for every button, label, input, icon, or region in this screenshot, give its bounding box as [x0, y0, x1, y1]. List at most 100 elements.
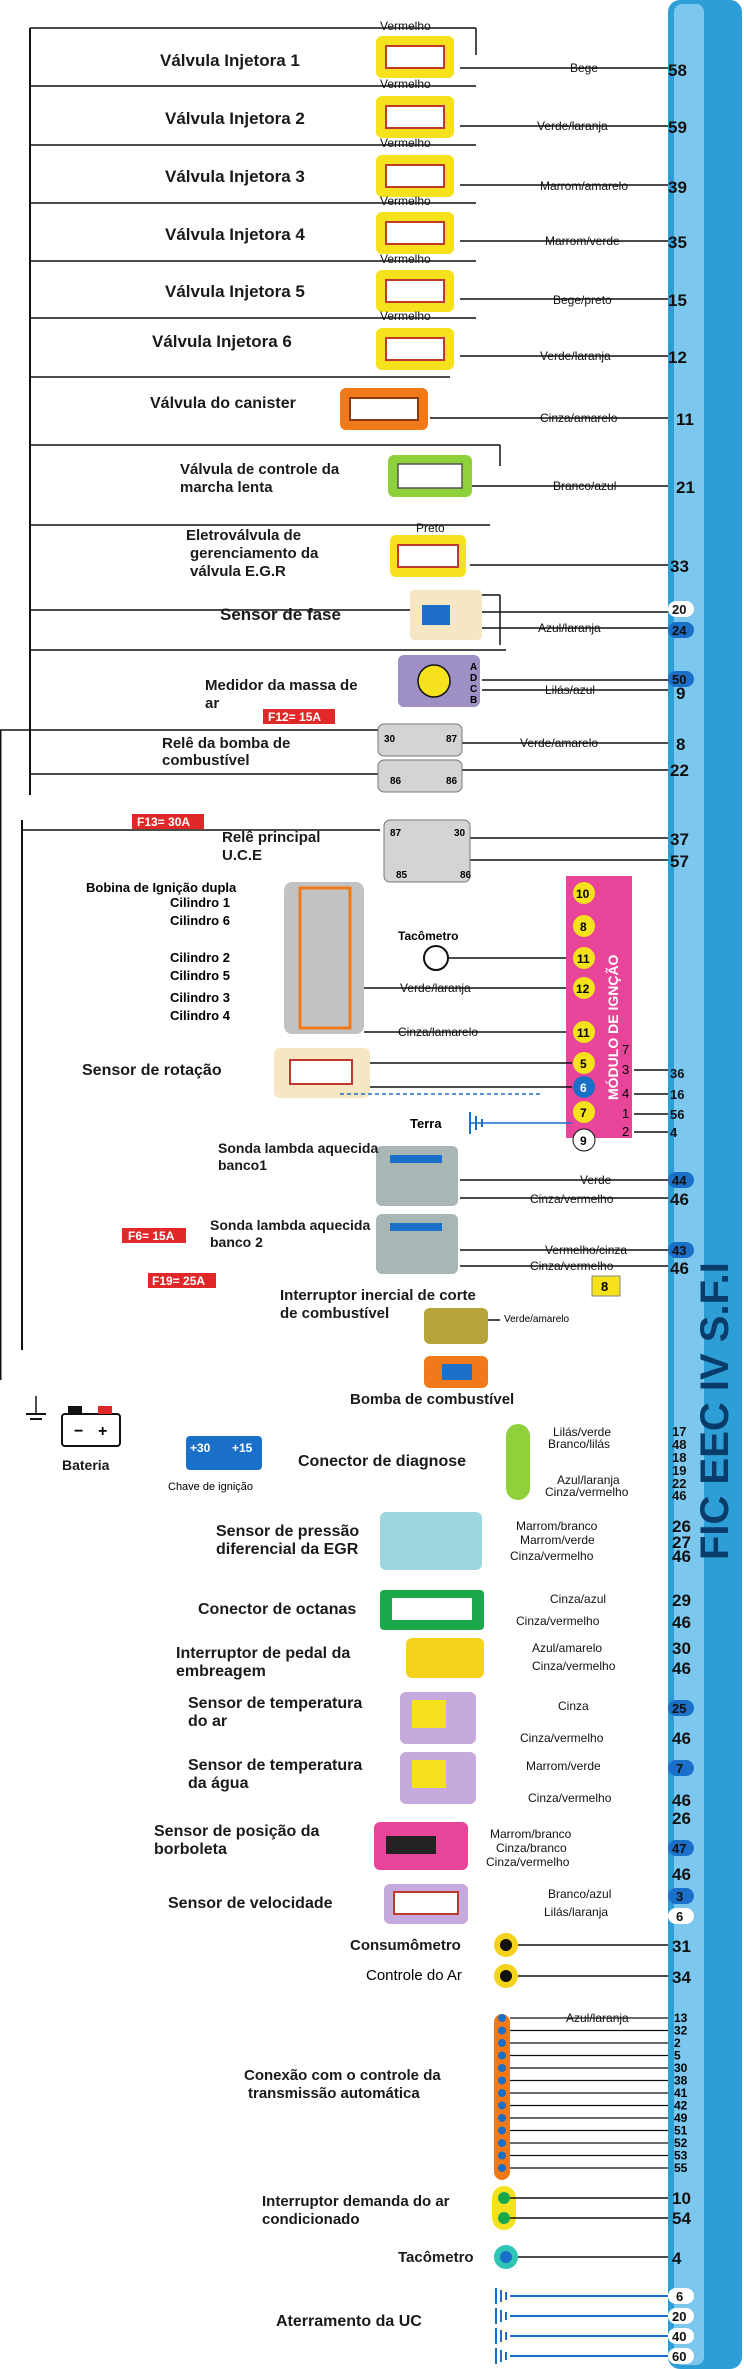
ecu-title: FIC EEC IV S.F.I: [693, 1262, 737, 1560]
inertia-label-1: Interruptor inercial de corte: [280, 1287, 476, 1304]
ac-label-2: condicionado: [262, 2211, 360, 2228]
fuel-pump: Bomba de combustível: [350, 1356, 514, 1408]
injector-1-pin: 58: [668, 61, 687, 80]
injector-5-pin: 15: [668, 291, 687, 310]
trans-pin-number: 38: [674, 2074, 688, 2088]
clutch-label-1: Interruptor de pedal da: [176, 1645, 350, 1662]
trans-pin-number: 5: [674, 2049, 681, 2063]
egr-pin: 33: [670, 557, 689, 576]
fuel-relay-label-2: combustível: [162, 752, 250, 769]
main-relay: F13= 30A 87 30 85 86 Relê principal U.C.…: [22, 814, 689, 883]
lambda1-pin-2: 46: [670, 1190, 689, 1209]
pressure-pin-2: 27: [672, 1533, 691, 1552]
ign-right-7: 7: [622, 1042, 629, 1057]
air-temp-label-1: Sensor de temperatura: [188, 1695, 362, 1712]
injector-6-label: Válvula Injetora 6: [152, 332, 292, 351]
lambda2-label-2: banco 2: [210, 1234, 263, 1250]
injector-1-wire: Bege: [570, 61, 598, 75]
fuel-relay-t2: 87: [446, 734, 458, 745]
air-control: Controle do Ar 34: [366, 1964, 691, 1988]
phase-label: Sensor de fase: [220, 605, 341, 624]
trans-pin-number: 32: [674, 2024, 688, 2038]
idle-valve-wire: Branco/azul: [553, 479, 616, 493]
trans-pin-number: 53: [674, 2149, 688, 2163]
diag-pin-22: 22: [672, 1476, 686, 1491]
lambda1-label-2: banco1: [218, 1157, 267, 1173]
pressure-label-1: Sensor de pressão: [216, 1523, 359, 1540]
injector-2-label: Válvula Injetora 2: [165, 109, 305, 128]
octane-label: Conector de octanas: [198, 1601, 356, 1618]
maf-letter-d: D: [470, 673, 477, 684]
air-temp-sensor: Sensor de temperatura do ar Cinza Cinza/…: [188, 1692, 694, 1748]
trans-pin-number: 13: [674, 2011, 688, 2025]
air-ctrl-label: Controle do Ar: [366, 1967, 462, 1984]
speed-pin-1: 3: [676, 1889, 683, 1904]
inertia-switch: Interruptor inercial de corte de combust…: [280, 1275, 621, 1344]
transmission-connector: Conexão com o controle da transmissão au…: [244, 2011, 688, 2180]
ign-switch-label: Chave de ignição: [168, 1481, 253, 1493]
inertia-box: 8: [601, 1279, 608, 1294]
trans-pin-number: 41: [674, 2086, 688, 2100]
ign-ecu-pin-56: 56: [670, 1107, 684, 1122]
trans-pin-dot: [498, 2139, 506, 2147]
ign-right-3: 3: [622, 1062, 629, 1077]
clutch-switch: Interruptor de pedal da embreagem Azul/a…: [176, 1638, 691, 1680]
octane-wire-1: Cinza/azul: [550, 1592, 606, 1606]
trans-pin-dot: [498, 2014, 506, 2022]
fuel-relay-label-1: Relê da bomba de: [162, 735, 290, 752]
egr-valve: Eletroválvula de gerenciamento da válvul…: [30, 521, 689, 580]
fuel-relay-pin-2: 22: [670, 761, 689, 780]
cylinder-2: Cilindro 2: [170, 950, 230, 965]
canister-pin: 11: [676, 410, 694, 429]
trans-pin-dot: [498, 2114, 506, 2122]
lambda2-wire-2: Cinza/vermelho: [530, 1259, 614, 1273]
injector-4-label: Válvula Injetora 4: [165, 225, 305, 244]
ign-pin-10: 10: [576, 887, 590, 901]
main-relay-pin-2: 57: [670, 852, 689, 871]
ign-pin-7: 7: [580, 1106, 587, 1120]
trans-pin-number: 49: [674, 2111, 688, 2125]
ground-label: Terra: [410, 1116, 442, 1131]
speed-wire-2: Lilás/laranja: [544, 1905, 608, 1919]
tps-wire-2: Cinza/branco: [496, 1841, 567, 1855]
fuel-relay-t4: 86: [446, 776, 458, 787]
cylinder-6: Cilindro 6: [170, 913, 230, 928]
lambda-sensor-1: Sonda lambda aquecida banco1 Verde Cinza…: [218, 1140, 694, 1209]
main-relay-t2: 30: [454, 828, 466, 839]
clutch-wire-2: Cinza/vermelho: [532, 1659, 616, 1673]
ignition-coil: Bobina de Ignição dupla Cilindro 1 Cilin…: [86, 880, 364, 1034]
consumo-label: Consumômetro: [350, 1937, 461, 1954]
cylinder-1: Cilindro 1: [170, 895, 230, 910]
ign-wire-11: Cinza/lamarelo: [398, 1025, 478, 1039]
trans-pin-dot: [498, 2064, 506, 2072]
tachometer-icon: [423, 945, 449, 971]
injector-1-label: Válvula Injetora 1: [160, 51, 300, 70]
ground-pin-40: 40: [672, 2329, 686, 2344]
diag-wire-2: Branco/lilás: [548, 1437, 610, 1451]
canister-wire: Cinza/amarelo: [540, 411, 618, 425]
ign-pin-11b: 11: [577, 1026, 590, 1040]
injector-6-pin: 12: [668, 348, 687, 367]
injector-2-pin: 59: [668, 118, 687, 137]
egr-label-1: Eletroválvula de: [186, 527, 301, 544]
consumo-pin: 31: [672, 1937, 691, 1956]
lambda2-pin-2: 46: [670, 1259, 689, 1278]
pump-label: Bomba de combustível: [350, 1391, 514, 1408]
trans-pin-number: 2: [674, 2036, 681, 2050]
injector-4-pin: 35: [668, 233, 687, 252]
speed-wire-1: Branco/azul: [548, 1887, 611, 1901]
phase-pin-1: 20: [672, 602, 686, 617]
trans-pin-number: 42: [674, 2099, 688, 2113]
octane-wire-2: Cinza/vermelho: [516, 1614, 600, 1628]
diag-wire-5: Azul/laranja: [557, 1473, 620, 1487]
ground-icon: [469, 1112, 572, 1134]
ignition-switch: +30 +15 Chave de ignição: [168, 1436, 262, 1493]
trans-pin-dot: [498, 2126, 506, 2135]
canister-valve: Válvula do canister Cinza/amarelo 11: [30, 376, 694, 430]
lambda2-wire-1: Vermelho/cinza: [545, 1243, 627, 1257]
maf-label-1: Medidor da massa de: [205, 677, 358, 694]
inertia-wire: Verde/amarelo: [504, 1314, 569, 1325]
tach2-pin: 4: [672, 2249, 682, 2268]
fuel-relay-t1: 30: [384, 734, 396, 745]
fuse-f6: F6= 15A: [128, 1229, 175, 1243]
